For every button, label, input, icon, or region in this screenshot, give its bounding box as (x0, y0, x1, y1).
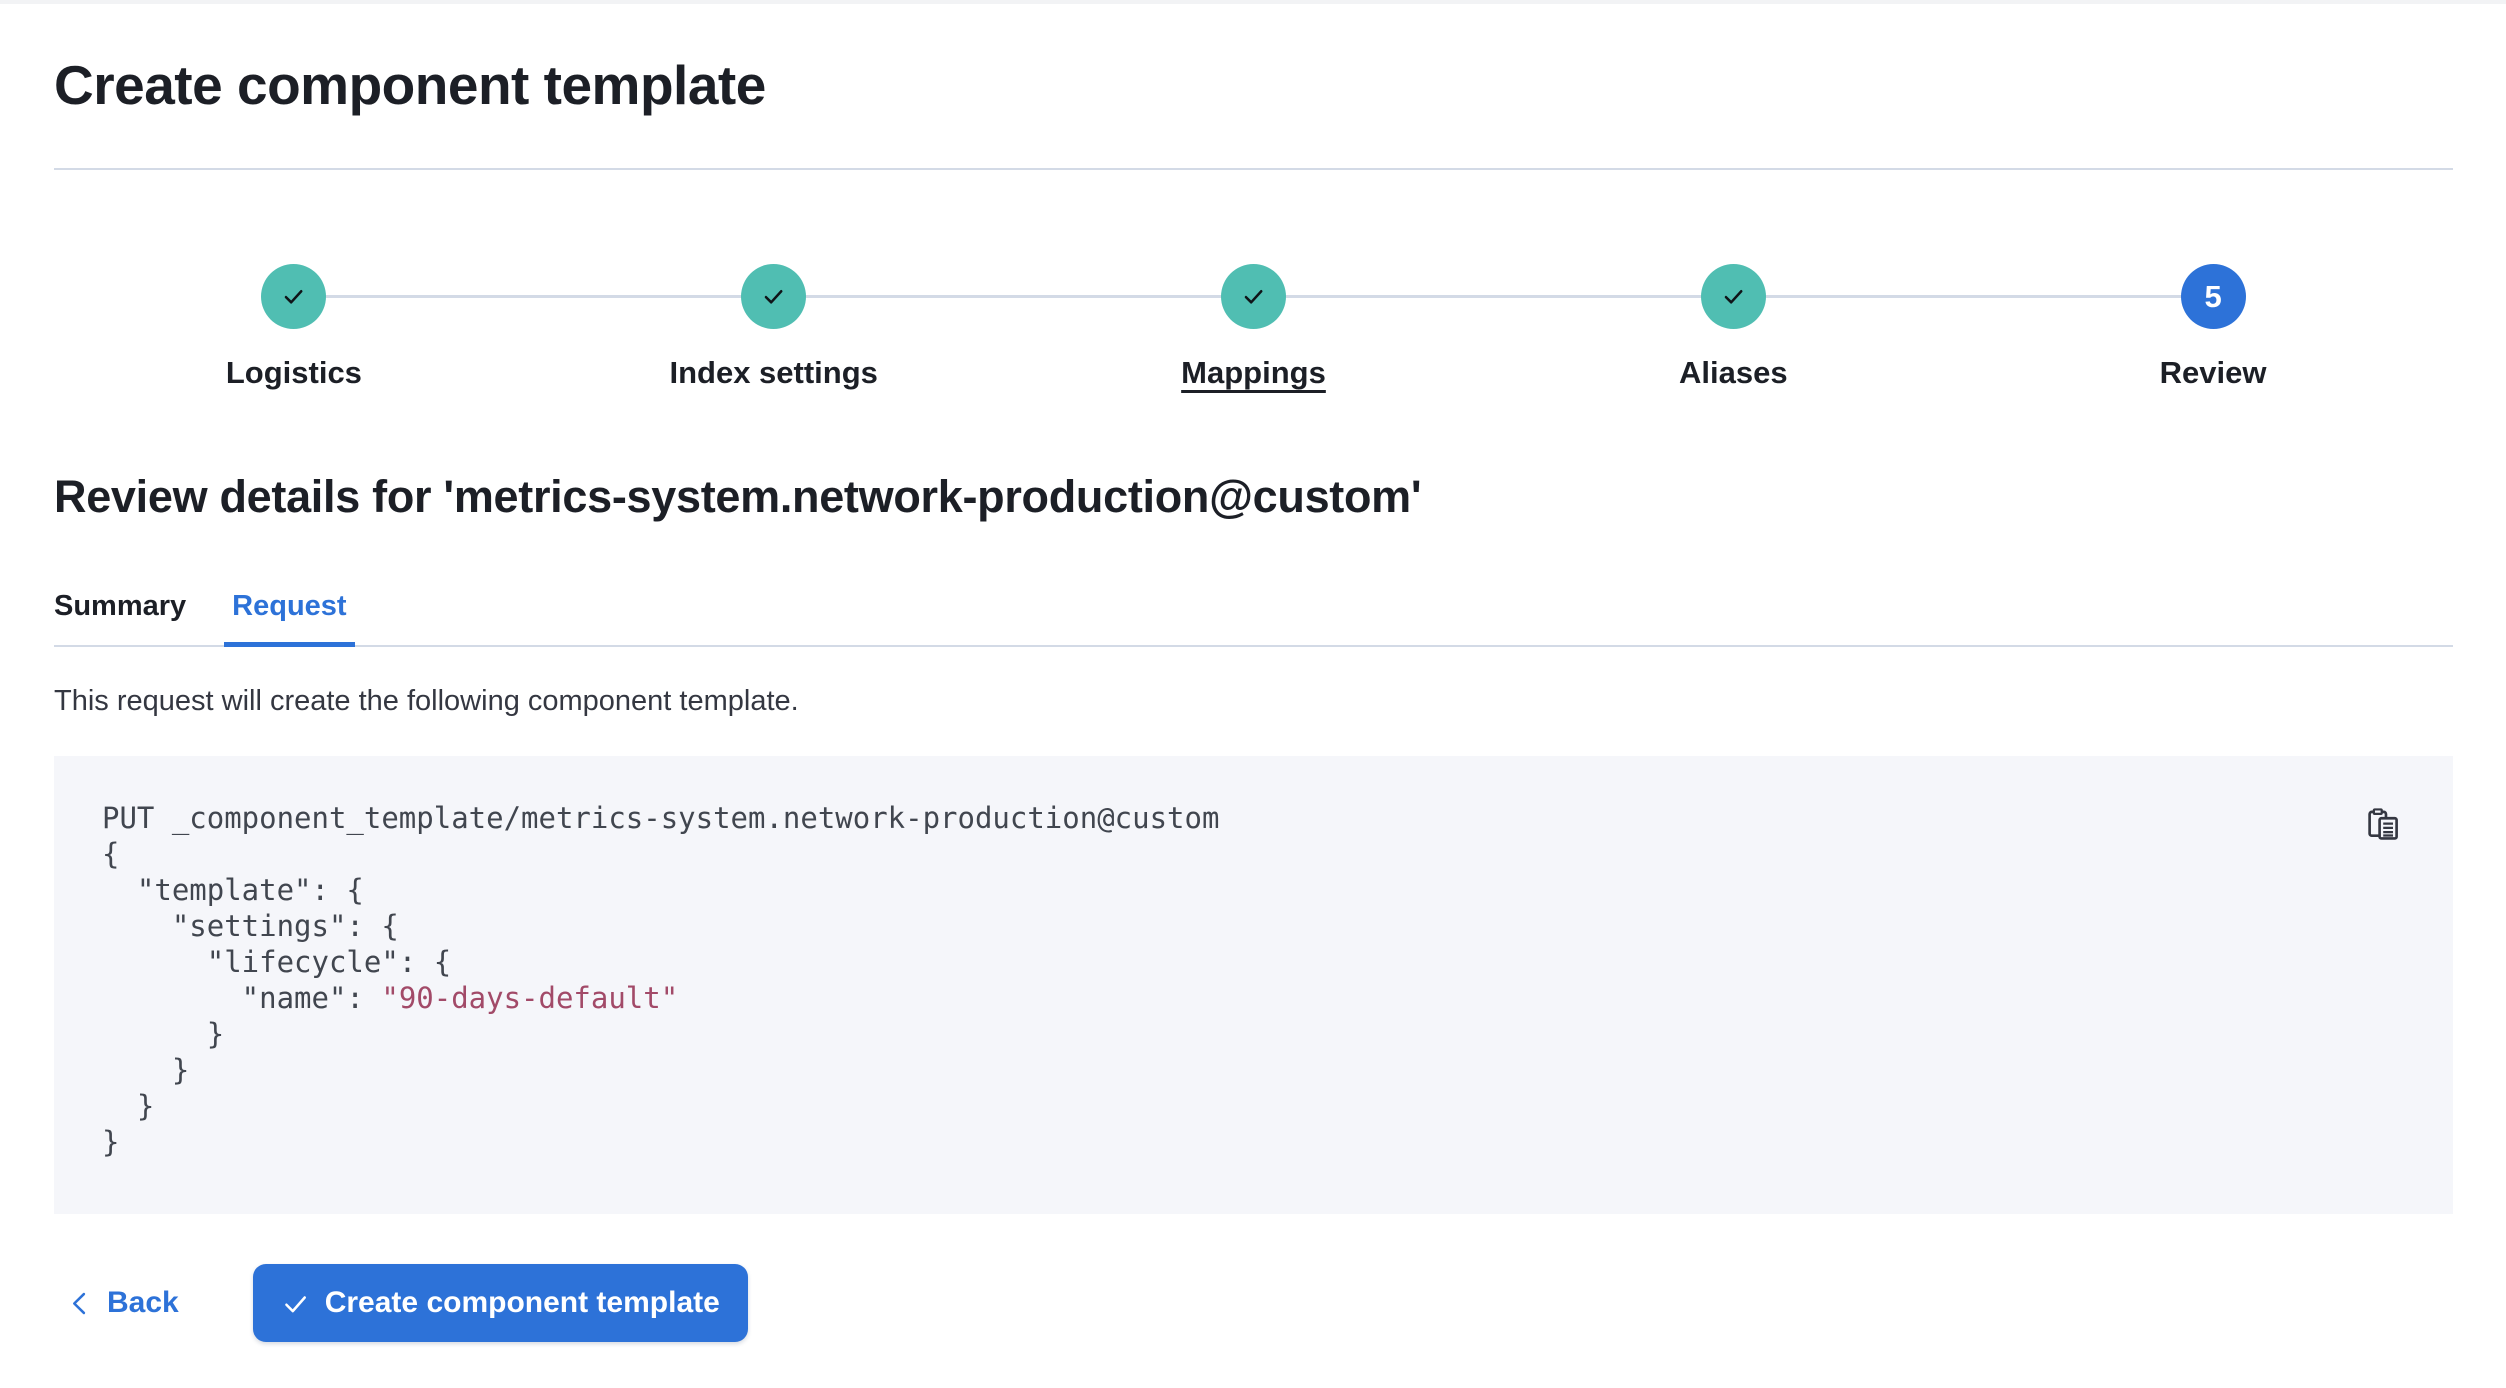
create-button-label: Create component template (324, 1286, 720, 1319)
wizard-footer: Back Create component template (54, 1264, 2453, 1342)
step-label: Index settings (669, 355, 878, 390)
step-complete-circle (1220, 264, 1286, 329)
step-mappings[interactable]: Mappings (1014, 264, 1494, 392)
code-token: } (102, 1017, 225, 1051)
step-index-settings[interactable]: Index settings (534, 264, 1014, 392)
check-icon (764, 290, 783, 304)
review-tabs: Summary Request (54, 586, 2453, 647)
check-icon (1244, 290, 1263, 304)
step-aliases[interactable]: Aliases (1493, 264, 1973, 392)
review-heading: Review details for 'metrics-system.netwo… (54, 471, 1422, 522)
step-label: Aliases (1679, 355, 1788, 390)
check-icon (1724, 290, 1743, 304)
tab-summary[interactable]: Summary (54, 586, 194, 645)
step-number: 5 (2204, 278, 2222, 314)
code-token: "lifecycle": { (102, 945, 452, 979)
page-title: Create component template (54, 54, 766, 116)
title-divider (54, 168, 2453, 170)
step-complete-circle (261, 264, 327, 329)
code-token: PUT _component_template/metrics-system.n… (102, 801, 1220, 835)
check-icon (284, 1295, 306, 1312)
step-complete-circle (741, 264, 807, 329)
step-label: Review (2159, 355, 2267, 390)
code-token: "template": { (102, 873, 364, 907)
code-token: } (102, 1053, 190, 1087)
request-description: This request will create the following c… (54, 685, 799, 717)
step-label: Logistics (225, 355, 362, 390)
create-component-template-page: Create component template Logistics Index… (0, 52, 2506, 1342)
copy-clipboard-icon (2368, 808, 2398, 840)
copy-request-button[interactable] (2363, 804, 2403, 844)
chevron-left-icon (73, 1292, 86, 1314)
code-token: { (102, 837, 120, 871)
code-token: } (102, 1089, 155, 1123)
tab-request[interactable]: Request (224, 586, 356, 647)
step-complete-circle (1700, 264, 1766, 329)
check-icon (285, 290, 303, 304)
code-token: "name": (102, 981, 382, 1015)
window-top-edge (0, 0, 2506, 4)
step-logistics[interactable]: Logistics (54, 264, 534, 392)
code-token: "settings": { (102, 909, 399, 943)
create-component-template-button[interactable]: Create component template (252, 1264, 748, 1342)
back-button-label: Back (107, 1286, 179, 1319)
step-current-circle: 5 (2180, 264, 2246, 329)
code-string-token: "90-days-default" (381, 981, 679, 1015)
request-code-block: PUT _component_template/metrics-system.n… (54, 756, 2453, 1214)
back-button[interactable]: Back (54, 1265, 191, 1342)
code-token: } (102, 1125, 120, 1159)
request-code: PUT _component_template/metrics-system.n… (102, 800, 2333, 1160)
step-label: Mappings (1181, 355, 1326, 390)
